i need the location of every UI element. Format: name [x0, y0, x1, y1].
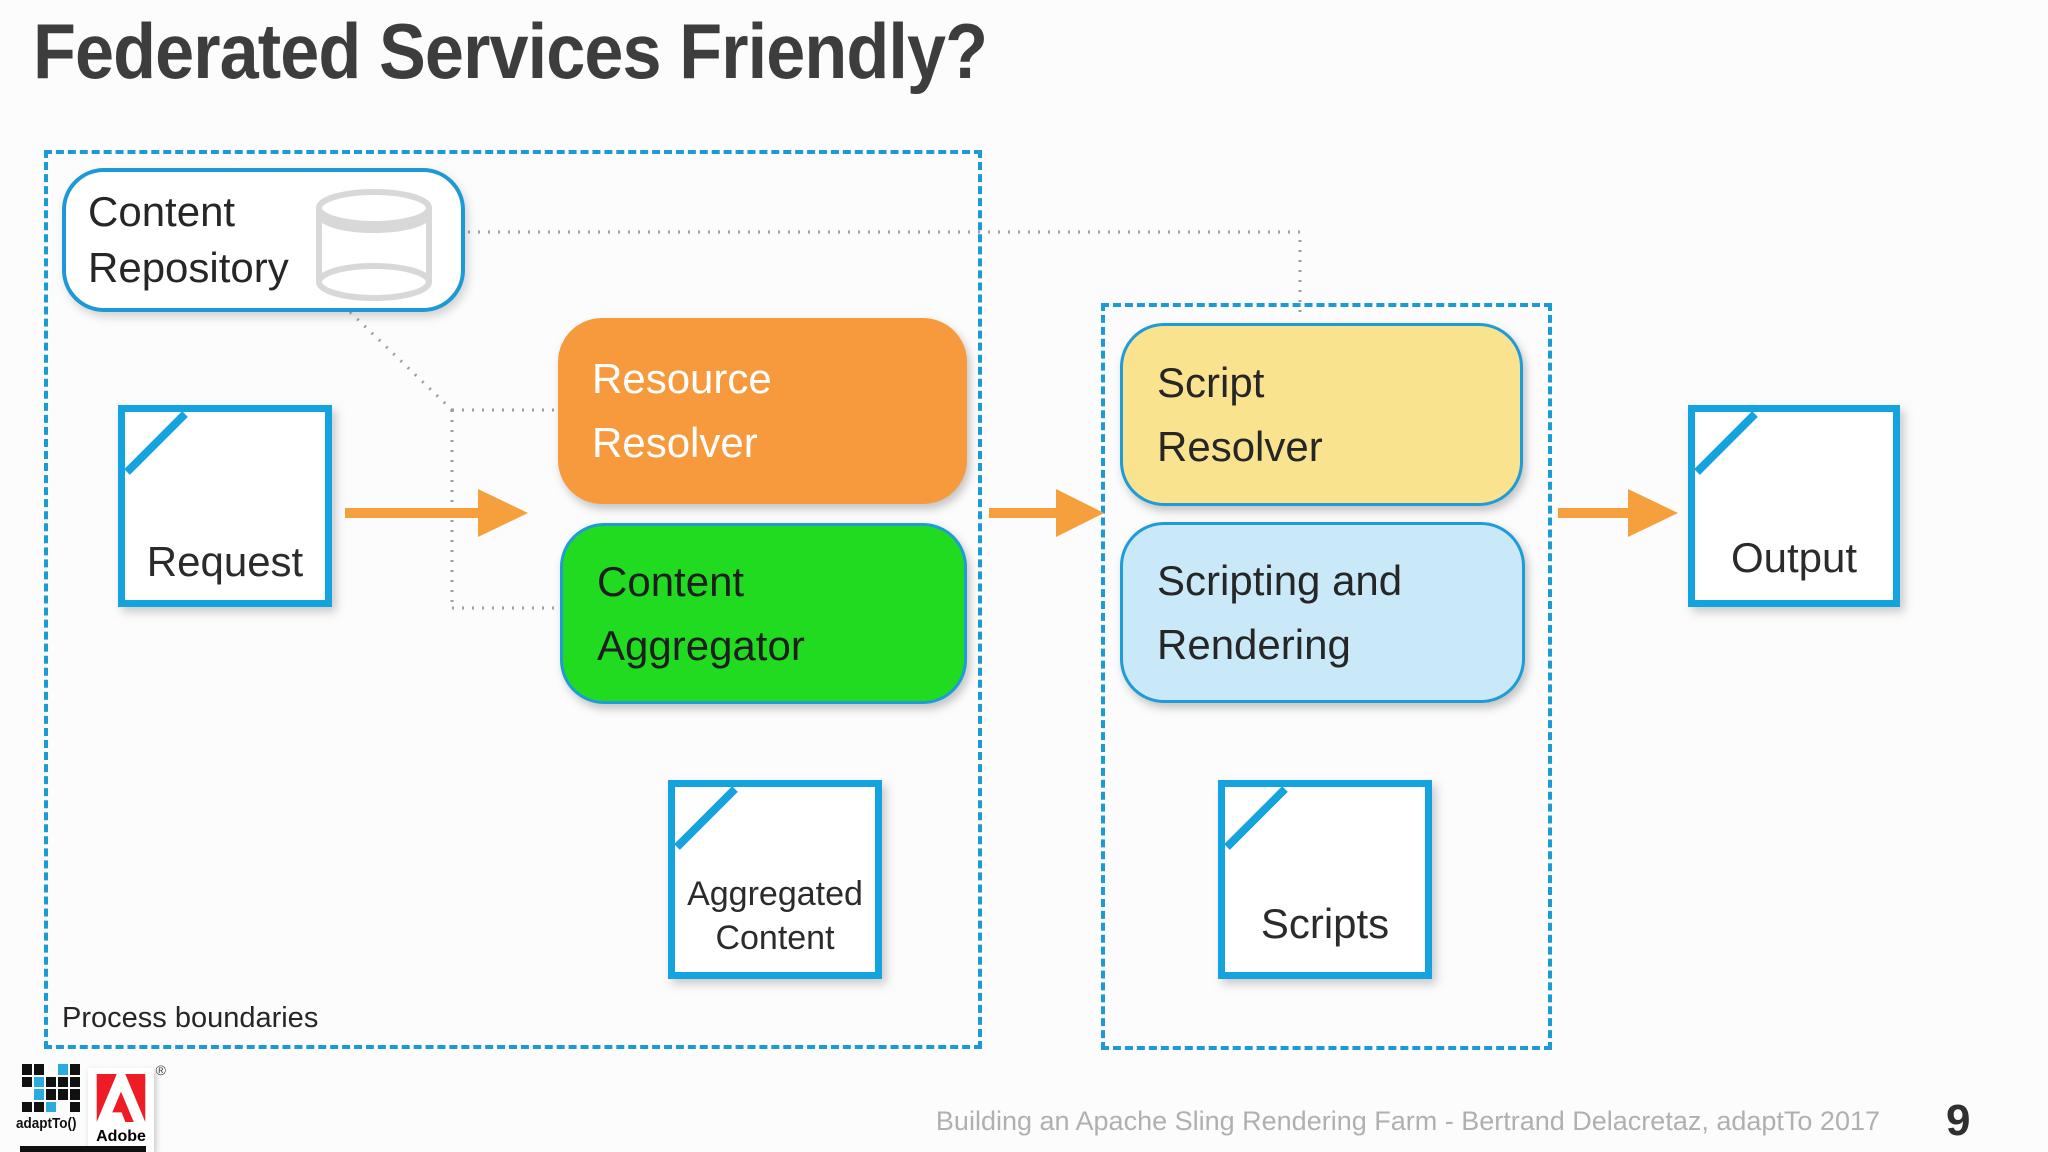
content-aggregator-label-line1: Content	[597, 557, 745, 605]
content-aggregator-box: Content Aggregator	[560, 523, 967, 704]
adaptto-grid-cell	[22, 1101, 32, 1112]
scripting-and-rendering-box: Scripting and Rendering	[1120, 522, 1525, 703]
script-resolver-label-line2: Resolver	[1157, 422, 1323, 470]
database-cylinder-icon	[316, 189, 432, 301]
process-boundary-label: Process boundaries	[62, 1002, 319, 1034]
adaptto-logo-text: adaptTo()	[16, 1115, 77, 1132]
resource-resolver-label-line2: Resolver	[592, 419, 758, 466]
bottom-edge-bar	[20, 1146, 146, 1152]
request-label: Request	[146, 538, 304, 585]
arrow-rendering-to-output	[1558, 489, 1678, 537]
resource-resolver-label-line1: Resource	[592, 355, 772, 402]
output-document: Output	[1688, 405, 1900, 607]
adobe-logo-text: Adobe	[96, 1128, 146, 1145]
aggregated-content-label-line2: Content	[715, 919, 835, 957]
page-number: 9	[1946, 1096, 1971, 1145]
adaptto-grid-cell	[34, 1089, 44, 1100]
content-repository-label-line1: Content	[88, 188, 236, 235]
slide-title: Federated Services Friendly?	[33, 7, 988, 95]
content-aggregator-label-line2: Aggregator	[597, 621, 805, 669]
process-boundary-box-left: Process boundaries	[44, 150, 982, 1049]
adobe-a-icon	[96, 1074, 146, 1122]
adaptto-grid-cell	[22, 1064, 32, 1075]
adaptto-grid-cell	[70, 1101, 80, 1112]
dotted-connector-repo-diagonal	[348, 310, 454, 412]
scripting-and-rendering-label-line2: Rendering	[1157, 620, 1351, 668]
aggregated-content-document: Aggregated Content	[668, 780, 882, 979]
adaptto-grid-cell	[46, 1101, 56, 1112]
document-fold-icon	[674, 786, 738, 850]
scripting-and-rendering-label-line1: Scripting and	[1157, 556, 1403, 604]
script-resolver-box: Script Resolver	[1120, 323, 1523, 506]
scripts-label: Scripts	[1260, 900, 1390, 947]
adaptto-grid-cell	[34, 1064, 44, 1075]
document-fold-icon	[1694, 411, 1758, 475]
adaptto-grid-cell	[22, 1089, 32, 1100]
registered-trademark-symbol: ®	[155, 1062, 166, 1078]
adaptto-grid-cell	[70, 1076, 80, 1087]
adaptto-grid-cell	[58, 1089, 68, 1100]
output-label: Output	[1730, 534, 1858, 581]
adaptto-grid-cell	[22, 1076, 32, 1087]
process-boundary-box-right	[1101, 303, 1552, 1050]
adaptto-grid-cell	[46, 1064, 56, 1075]
adaptto-grid-cell	[70, 1064, 80, 1075]
script-resolver-label-line1: Script	[1157, 358, 1265, 406]
arrow-aggregator-to-script-resolver	[989, 489, 1104, 537]
adaptto-grid-cell	[34, 1101, 44, 1112]
arrow-request-to-resolver	[345, 489, 528, 537]
adaptto-grid-cell	[46, 1076, 56, 1087]
request-document: Request	[118, 405, 332, 607]
document-fold-icon	[124, 411, 188, 475]
adaptto-grid-cell	[34, 1076, 44, 1087]
document-fold-icon	[1224, 786, 1288, 850]
content-repository-box: Content Repository	[62, 168, 465, 312]
adaptto-logo: adaptTo()	[16, 1064, 86, 1132]
adobe-logo: ® Adobe	[88, 1062, 166, 1152]
dotted-connector-repo-to-script-resolver	[468, 230, 1302, 320]
adaptto-grid-icon	[22, 1064, 80, 1112]
adaptto-grid-cell	[58, 1064, 68, 1075]
adaptto-grid-cell	[58, 1076, 68, 1087]
adaptto-grid-cell	[70, 1089, 80, 1100]
aggregated-content-label-line1: Aggregated	[687, 875, 863, 913]
scripts-document: Scripts	[1218, 780, 1432, 979]
content-repository-label-line2: Repository	[88, 244, 289, 291]
adaptto-grid-cell	[46, 1089, 56, 1100]
adaptto-grid-cell	[58, 1102, 68, 1113]
resource-resolver-box: Resource Resolver	[558, 318, 967, 504]
footer-credit: Building an Apache Sling Rendering Farm …	[935, 1106, 1880, 1136]
